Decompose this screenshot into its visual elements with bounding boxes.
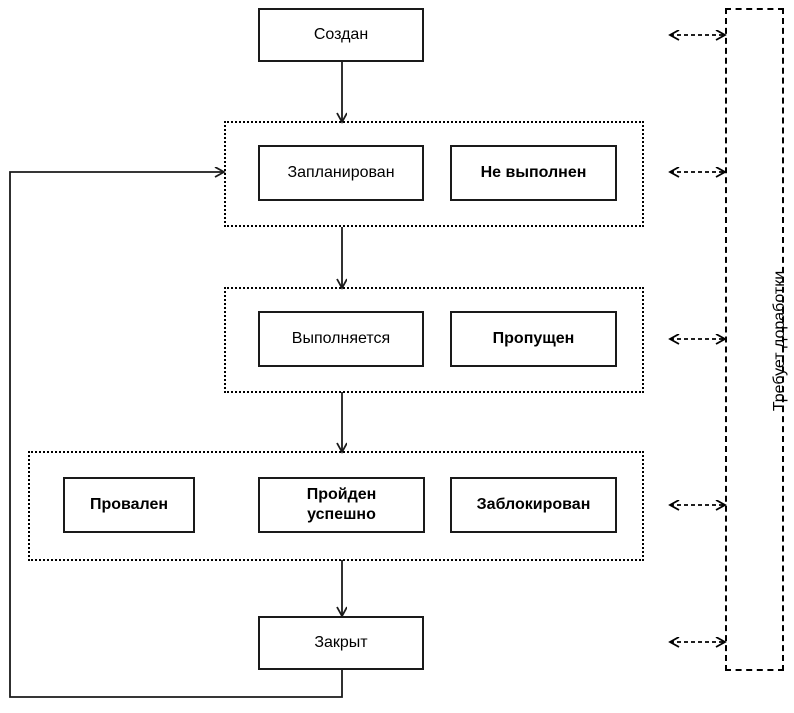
state-node-closed[interactable]: Закрыт xyxy=(258,616,424,670)
state-node-not-executed[interactable]: Не выполнен xyxy=(450,145,617,201)
state-node-passed[interactable]: Пройден успешно xyxy=(258,477,425,533)
state-label-created: Создан xyxy=(313,26,369,43)
state-label-closed: Закрыт xyxy=(314,634,368,651)
state-label-skipped: Пропущен xyxy=(492,330,575,347)
state-node-created[interactable]: Создан xyxy=(258,8,424,62)
state-node-in-progress[interactable]: Выполняется xyxy=(258,311,424,367)
state-label-blocked: Заблокирован xyxy=(476,496,591,513)
state-group-in-progress xyxy=(224,287,644,393)
rework-panel xyxy=(725,8,784,671)
state-node-failed[interactable]: Провален xyxy=(63,477,195,533)
state-label-failed: Провален xyxy=(89,496,169,513)
rework-label-text: Требует доработки xyxy=(771,270,788,412)
state-label-not-executed: Не выполнен xyxy=(480,164,587,181)
state-group-planned xyxy=(224,121,644,227)
state-node-planned[interactable]: Запланирован xyxy=(258,145,424,201)
state-label-planned: Запланирован xyxy=(287,164,395,181)
state-label-passed: Пройден успешно xyxy=(306,486,377,523)
state-group-results xyxy=(28,451,644,561)
state-node-skipped[interactable]: Пропущен xyxy=(450,311,617,367)
rework-panel-label: Требует доработки xyxy=(771,186,789,496)
state-node-blocked[interactable]: Заблокирован xyxy=(450,477,617,533)
state-label-in-progress: Выполняется xyxy=(291,330,391,347)
